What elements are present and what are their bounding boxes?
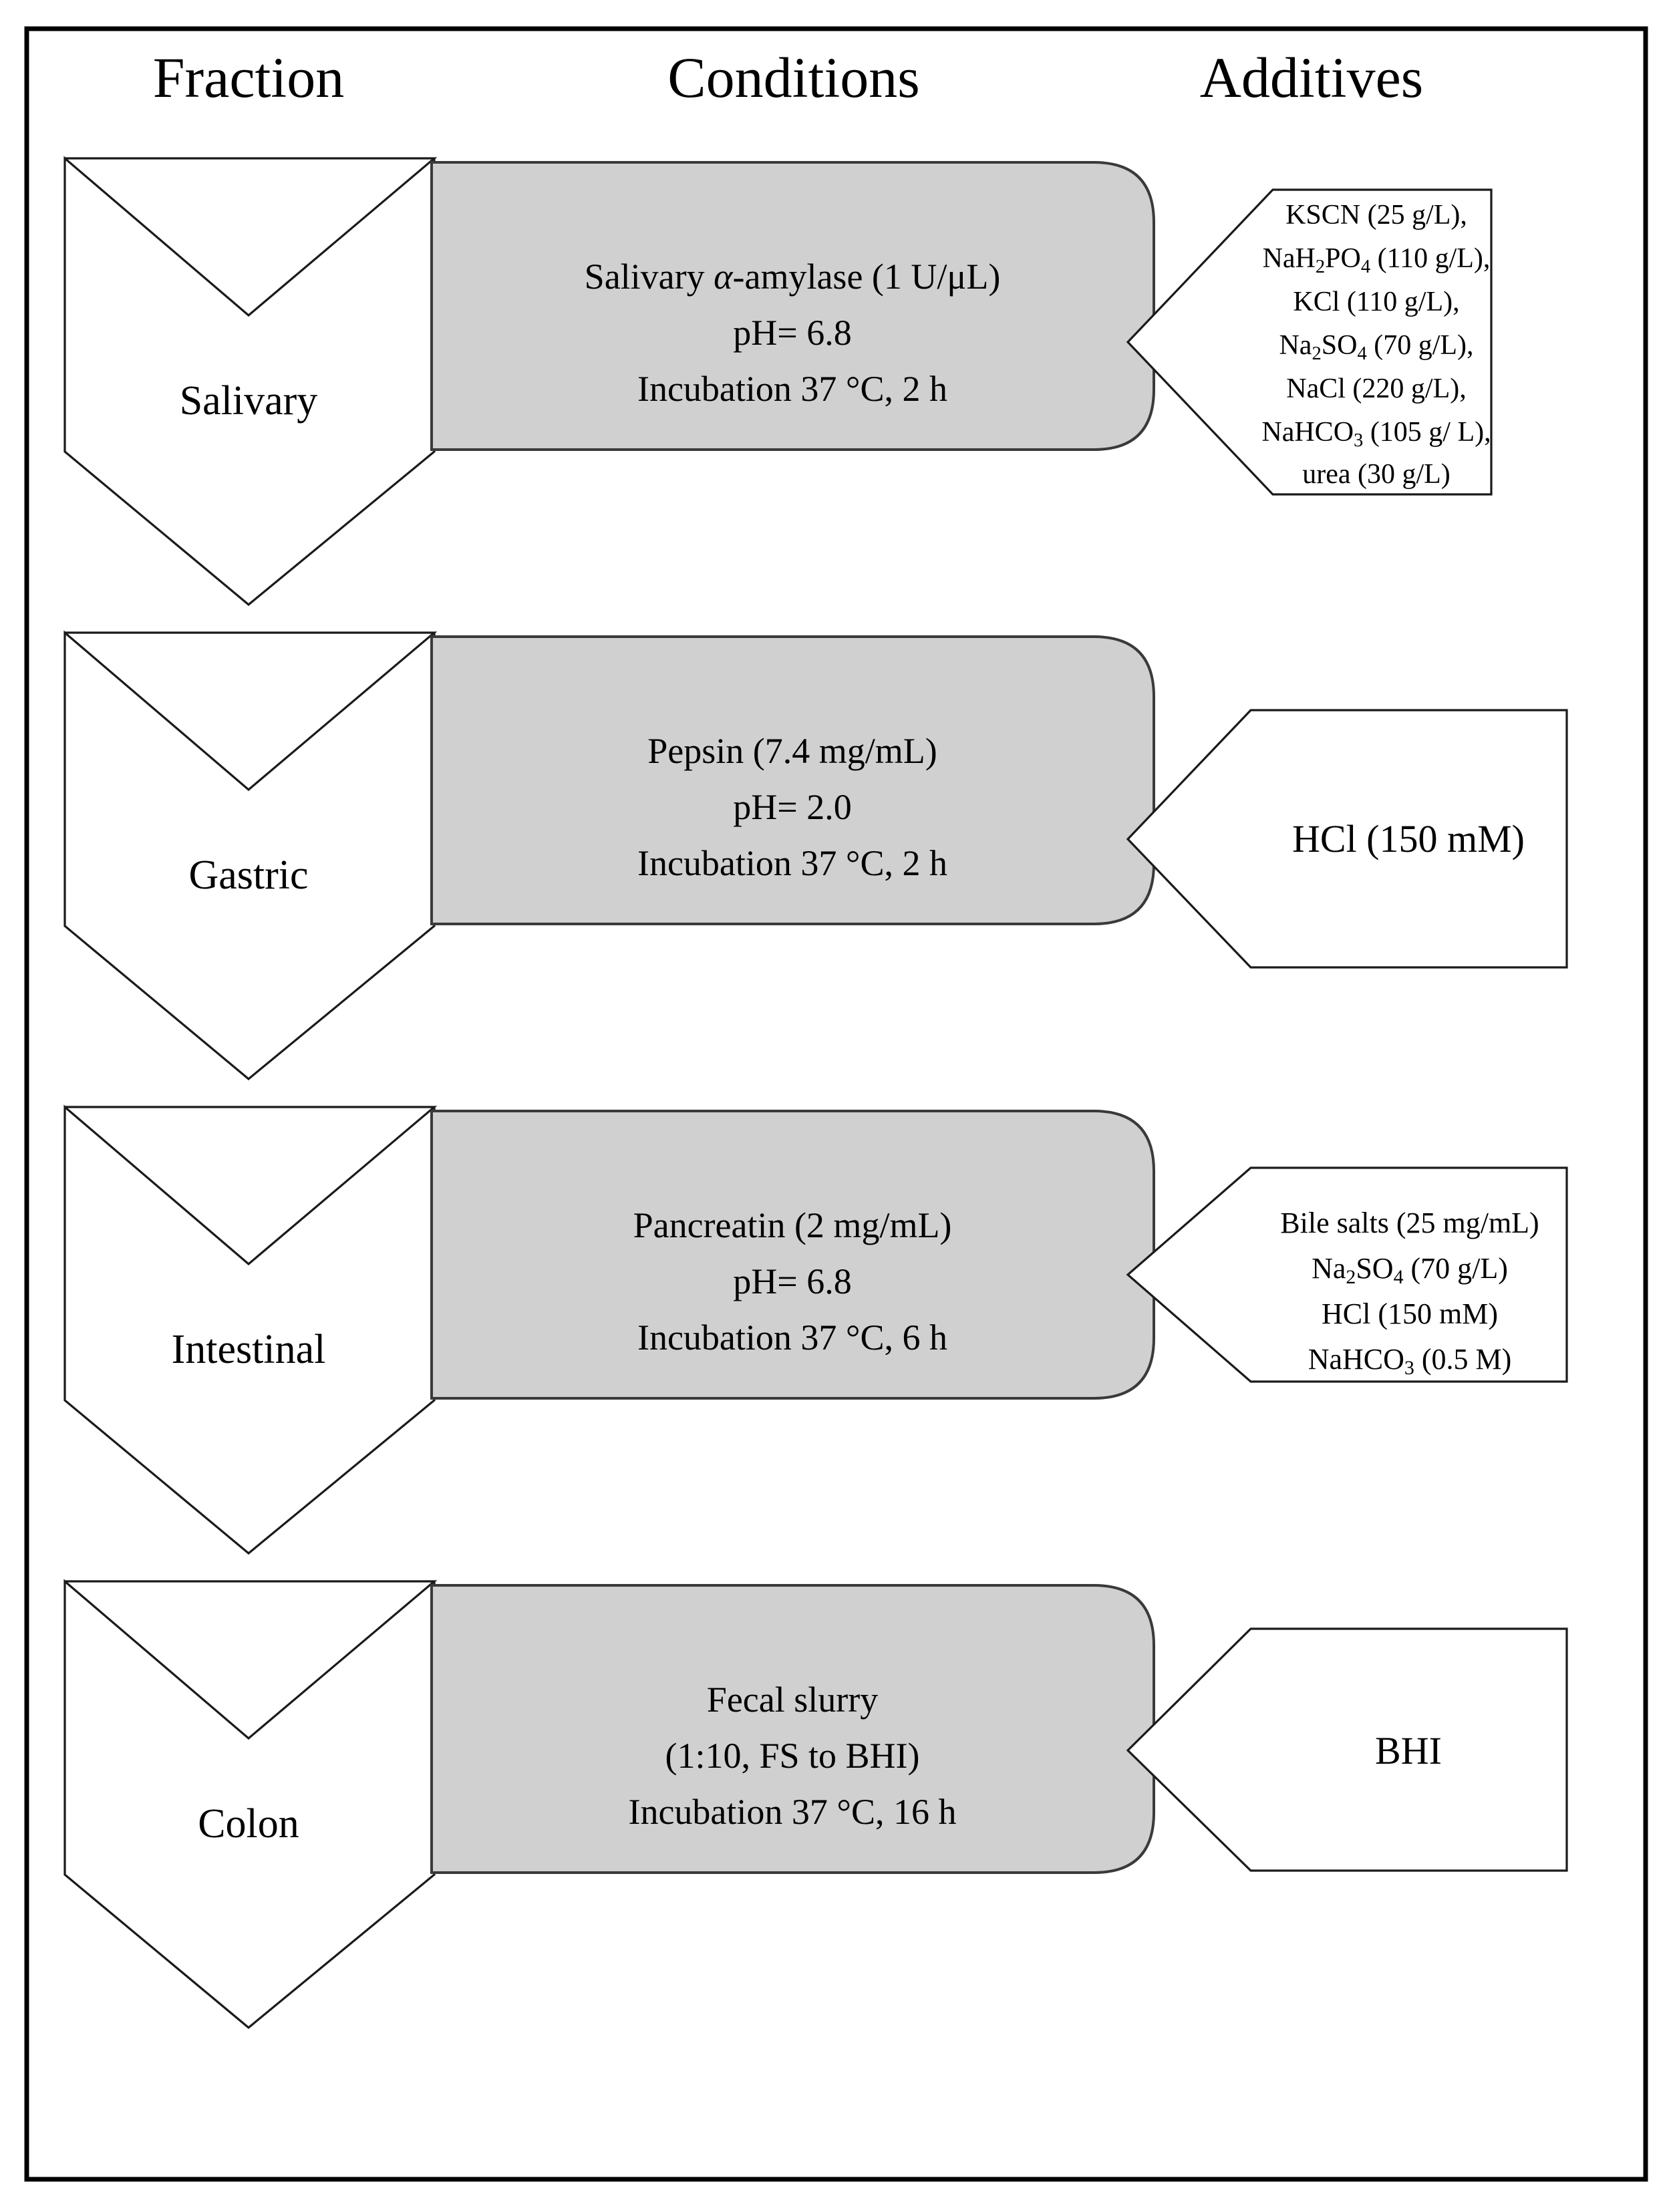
additives-line-gastric-1: HCl (150 mM) bbox=[1292, 817, 1525, 860]
additives-line-salivary-3: KCl (110 g/L), bbox=[1293, 287, 1459, 317]
additives-line-salivary-7: urea (30 g/L) bbox=[1302, 459, 1451, 490]
additives-line-salivary-6: NaHCO3 (105 g/ L), bbox=[1261, 417, 1491, 451]
additives-box-gastric bbox=[1126, 709, 1568, 969]
conditions-line1-colon: Fecal slurry bbox=[707, 1680, 878, 1720]
conditions-box-colon bbox=[430, 1584, 1155, 1874]
conditions-box-intestinal bbox=[430, 1110, 1155, 1400]
conditions-line2-gastric: pH= 2.0 bbox=[733, 787, 851, 827]
conditions-line2-colon: (1:10, FS to BHI) bbox=[665, 1736, 919, 1776]
fraction-label-colon: Colon bbox=[198, 1801, 299, 1847]
additives-line-salivary-1: KSCN (25 g/L), bbox=[1285, 200, 1467, 230]
additives-line-salivary-4: Na2SO4 (70 g/L), bbox=[1279, 330, 1473, 364]
additives-box-intestinal bbox=[1126, 1166, 1568, 1383]
conditions-line2-salivary: pH= 6.8 bbox=[733, 313, 851, 353]
additives-box-salivary bbox=[1126, 188, 1493, 496]
fraction-label-gastric: Gastric bbox=[188, 852, 308, 898]
conditions-line3-salivary: Incubation 37 °C, 2 h bbox=[637, 369, 947, 409]
additives-line-colon-1: BHI bbox=[1375, 1729, 1442, 1772]
conditions-line3-colon: Incubation 37 °C, 16 h bbox=[628, 1792, 956, 1832]
additives-line-salivary-2: NaH2PO4 (110 g/L), bbox=[1263, 243, 1491, 277]
header-fraction: Fraction bbox=[153, 45, 345, 110]
additives-line-intestinal-3: HCl (150 mM) bbox=[1322, 1297, 1498, 1330]
additives-line-intestinal-2: Na2SO4 (70 g/L) bbox=[1312, 1252, 1508, 1288]
outer-frame bbox=[24, 26, 1648, 2182]
header-additives: Additives bbox=[1200, 45, 1423, 110]
conditions-line1-salivary: Salivary α-amylase (1 U/μL) bbox=[585, 257, 1001, 297]
conditions-box-salivary bbox=[430, 161, 1155, 451]
fraction-label-intestinal: Intestinal bbox=[172, 1327, 326, 1372]
additives-box-colon bbox=[1126, 1627, 1568, 1872]
conditions-line3-intestinal: Incubation 37 °C, 6 h bbox=[637, 1317, 947, 1358]
fraction-label-salivary: Salivary bbox=[180, 378, 318, 424]
conditions-line1-intestinal: Pancreatin (2 mg/mL) bbox=[633, 1205, 952, 1245]
conditions-line3-gastric: Incubation 37 °C, 2 h bbox=[637, 843, 947, 883]
header-conditions: Conditions bbox=[667, 45, 920, 110]
conditions-line1-gastric: Pepsin (7.4 mg/mL) bbox=[647, 731, 937, 771]
additives-line-salivary-5: NaCl (220 g/L), bbox=[1286, 373, 1466, 404]
additives-line-intestinal-1: Bile salts (25 mg/mL) bbox=[1280, 1207, 1539, 1239]
conditions-line2-intestinal: pH= 6.8 bbox=[733, 1261, 851, 1301]
